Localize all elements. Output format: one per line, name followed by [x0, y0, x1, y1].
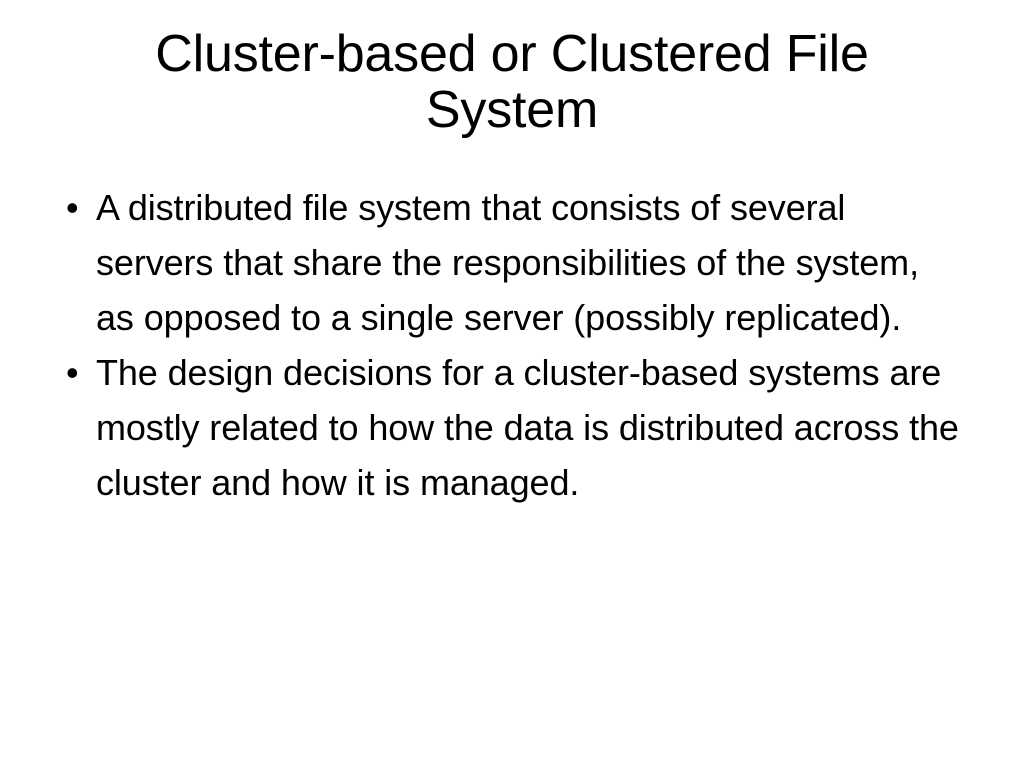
- slide-body: • A distributed file system that consist…: [60, 180, 960, 510]
- bullet-marker-icon: •: [66, 187, 79, 228]
- bullet-item: • A distributed file system that consist…: [60, 180, 960, 345]
- bullet-text: A distributed file system that consists …: [96, 187, 919, 338]
- bullet-marker-icon: •: [66, 352, 79, 393]
- slide-title: Cluster-based or Clustered File System: [155, 25, 869, 139]
- bullet-text: The design decisions for a cluster-based…: [96, 352, 959, 503]
- bullet-item: • The design decisions for a cluster-bas…: [60, 345, 960, 510]
